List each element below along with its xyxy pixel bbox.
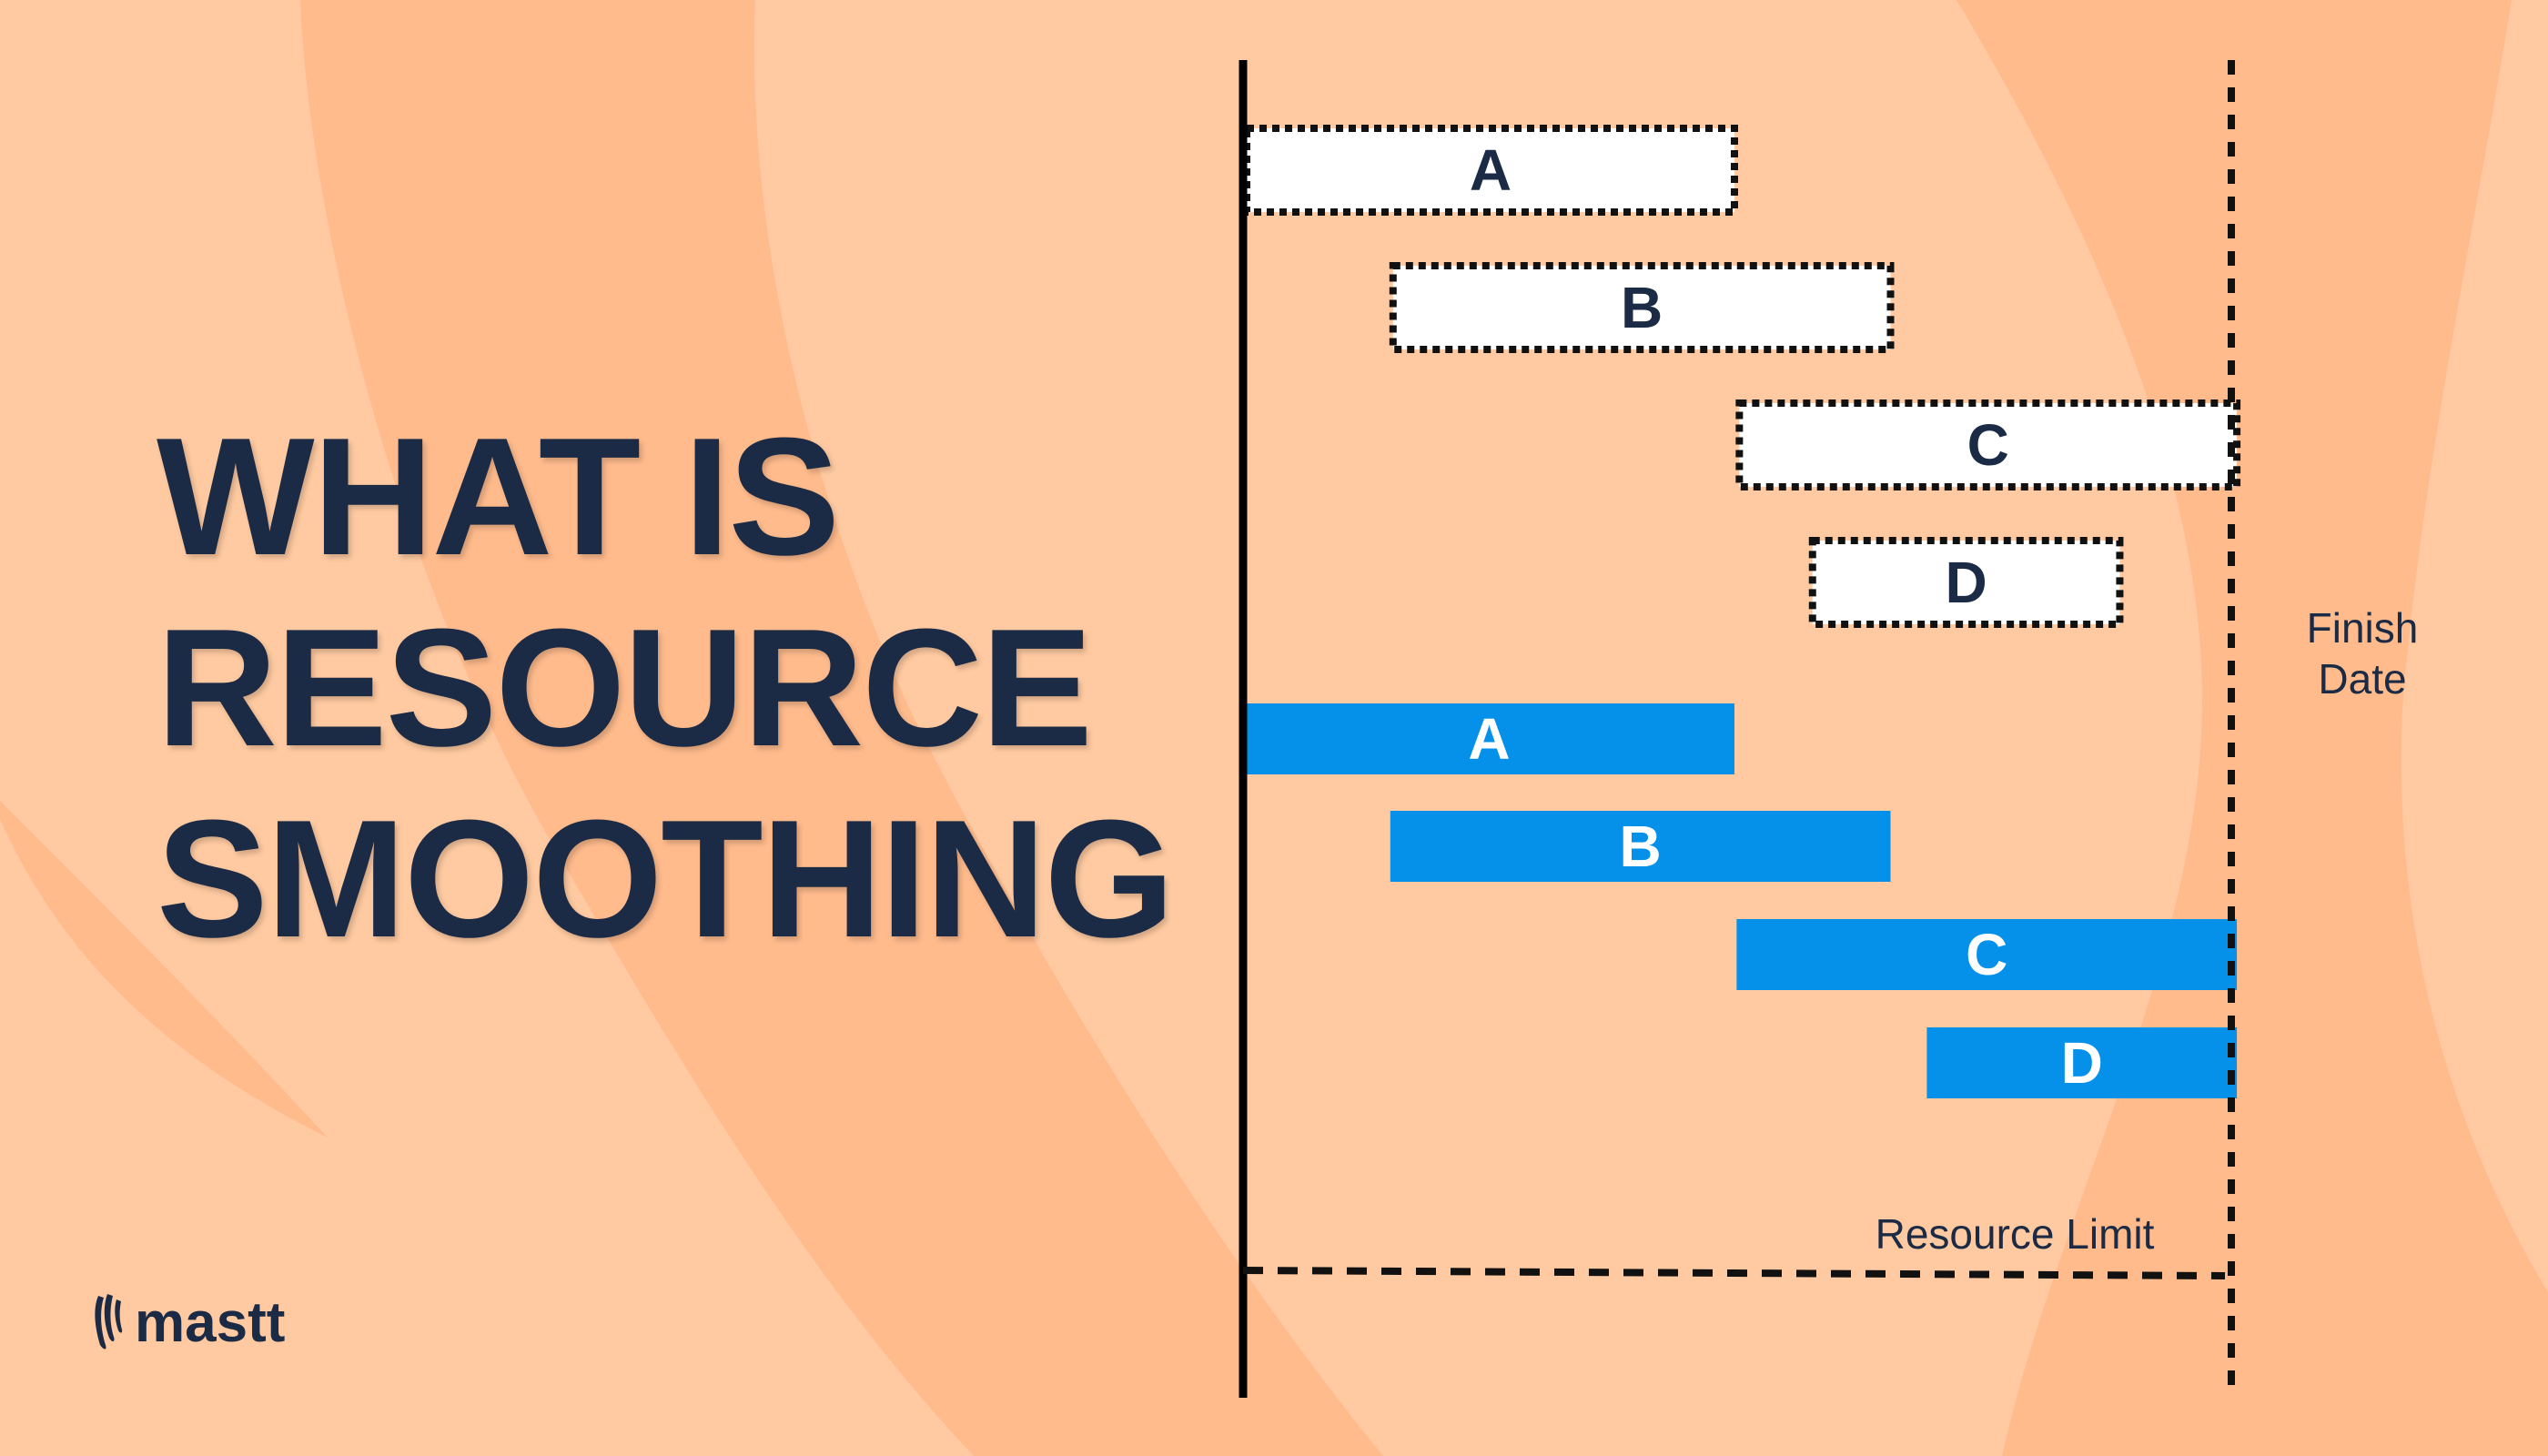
before-bar-a — [1243, 125, 1738, 216]
before-bar-label-b: B — [1621, 275, 1663, 340]
mastt-flame-icon — [95, 1294, 123, 1350]
after-bar-a — [1244, 703, 1734, 774]
after-bar-d — [1926, 1027, 2238, 1098]
resource-limit-line — [1242, 1267, 2226, 1279]
before-bar-b — [1389, 262, 1895, 353]
title-line-3: SMOOTHING — [157, 784, 1175, 972]
after-bars-group: A B CD — [1244, 703, 2238, 1098]
title-line-1: WHAT IS — [157, 402, 840, 590]
finish-date-label-line2: Date — [2318, 655, 2406, 703]
before-bar-d — [1808, 537, 2124, 628]
after-bar-label-d: D — [2061, 1030, 2103, 1096]
finish-date-label-line1: Finish — [2307, 604, 2419, 652]
logo-text: mastt — [135, 1290, 286, 1354]
after-bar-label-c: C — [1966, 922, 2007, 987]
before-bar-label-d: D — [1945, 550, 1987, 615]
after-bar-b — [1390, 811, 1891, 882]
after-bar-c — [1736, 919, 2238, 990]
before-bar-label-c: C — [1967, 412, 2009, 478]
before-bar-c — [1735, 399, 2241, 490]
mastt-logo: mastt — [91, 1290, 285, 1354]
title-line-2: RESOURCE — [157, 593, 1093, 781]
before-bars-group: A B C D — [1243, 125, 2241, 628]
after-bar-label-a: A — [1468, 706, 1510, 772]
resource-limit-label: Resource Limit — [1876, 1210, 2155, 1258]
after-bar-label-b: B — [1620, 814, 1662, 879]
page-title: WHAT IS RESOURCE SMOOTHING — [157, 400, 1175, 974]
before-bar-label-a: A — [1470, 137, 1512, 203]
